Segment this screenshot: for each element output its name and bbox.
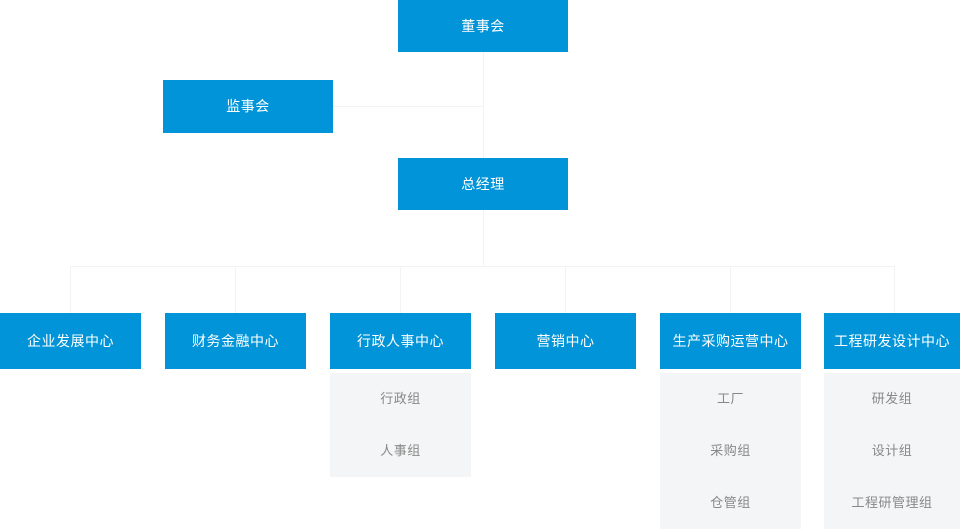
node-supervisors[interactable]: 监事会 [163, 80, 333, 133]
node-dept-engineering-rd-design[interactable]: 工程研发设计中心 [824, 313, 960, 369]
node-general-manager[interactable]: 总经理 [398, 158, 568, 210]
connector-department-bus [70, 266, 895, 267]
connector-board-to-gm [483, 52, 484, 158]
connector-drop-dept3 [400, 266, 401, 313]
connector-drop-dept6 [894, 266, 895, 313]
node-dept-finance[interactable]: 财务金融中心 [165, 313, 306, 369]
node-subgroup-warehouse[interactable]: 仓管组 [660, 477, 801, 529]
connector-drop-dept4 [565, 266, 566, 313]
connector-gm-down [483, 210, 484, 266]
node-subgroup-procurement[interactable]: 采购组 [660, 425, 801, 477]
node-subgroup-engineering-management[interactable]: 工程研管理组 [824, 477, 960, 529]
node-subgroup-design[interactable]: 设计组 [824, 425, 960, 477]
node-dept-marketing[interactable]: 营销中心 [495, 313, 636, 369]
node-dept-production-procurement-operations[interactable]: 生产采购运营中心 [660, 313, 801, 369]
node-board[interactable]: 董事会 [398, 0, 568, 52]
connector-gm-to-supervisors [333, 106, 484, 107]
node-dept-administration-hr[interactable]: 行政人事中心 [330, 313, 471, 369]
node-subgroup-admin[interactable]: 行政组 [330, 373, 471, 425]
node-subgroup-hr[interactable]: 人事组 [330, 425, 471, 477]
node-subgroup-factory[interactable]: 工厂 [660, 373, 801, 425]
connector-drop-dept5 [730, 266, 731, 313]
node-subgroup-rd[interactable]: 研发组 [824, 373, 960, 425]
connector-drop-dept1 [70, 266, 71, 313]
connector-drop-dept2 [235, 266, 236, 313]
node-dept-enterprise-development[interactable]: 企业发展中心 [0, 313, 141, 369]
